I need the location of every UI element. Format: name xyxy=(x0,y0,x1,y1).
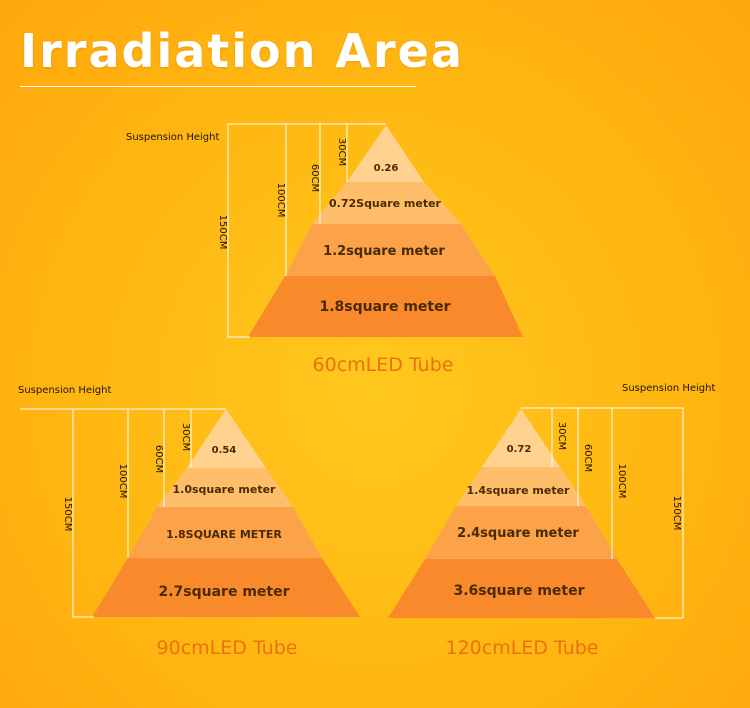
caption-60cm: 60cmLED Tube xyxy=(313,354,454,376)
tier-2-label: 1.0square meter xyxy=(173,483,277,496)
tier-4-label: 3.6square meter xyxy=(453,583,584,599)
tier-1-label: 0.54 xyxy=(212,445,237,456)
tier-2 xyxy=(456,467,586,506)
tier-3-label: 2.4square meter xyxy=(457,526,579,541)
tier-3 xyxy=(128,507,322,558)
pyramid-120cm: 0.72 1.4square meter 2.4square meter 3.6… xyxy=(388,383,715,659)
tier-1 xyxy=(187,409,266,468)
tier-3-label: 1.8SQUARE METER xyxy=(166,528,282,541)
height-60cm-label: 60CM xyxy=(309,164,320,192)
tier-1 xyxy=(347,125,424,182)
tier-2-label: 1.4square meter xyxy=(467,484,571,497)
height-150cm-label: 150CM xyxy=(217,215,228,250)
tier-4-label: 1.8square meter xyxy=(319,299,450,315)
title-underline xyxy=(20,86,416,87)
pyramid-60cm: 0.26 0.72Square meter 1.2square meter 1.… xyxy=(126,123,523,376)
caption-120cm: 120cmLED Tube xyxy=(446,637,599,659)
suspension-height-label: Suspension Height xyxy=(622,383,715,394)
tier-1-label: 0.26 xyxy=(374,163,399,174)
tier-4-label: 2.7square meter xyxy=(158,584,289,600)
tier-1-label: 0.72 xyxy=(507,444,532,455)
height-100cm-label: 100CM xyxy=(616,464,627,499)
tier-4 xyxy=(248,276,523,337)
tier-4 xyxy=(388,559,655,618)
height-60cm-label: 60CM xyxy=(153,445,164,473)
suspension-height-label: Suspension Height xyxy=(126,132,219,143)
height-30cm-label: 30CM xyxy=(556,422,567,450)
suspension-height-label: Suspension Height xyxy=(18,385,111,396)
height-100cm-label: 100CM xyxy=(275,183,286,218)
tier-2 xyxy=(157,468,293,507)
height-150cm-label: 150CM xyxy=(62,497,73,532)
tier-3 xyxy=(285,224,495,276)
tier-3 xyxy=(425,506,617,559)
height-30cm-label: 30CM xyxy=(180,423,191,451)
caption-90cm: 90cmLED Tube xyxy=(157,637,298,659)
tier-4 xyxy=(92,558,360,617)
tier-2-label: 0.72Square meter xyxy=(329,197,442,210)
height-100cm-label: 100CM xyxy=(117,464,128,499)
pyramid-90cm: 0.54 1.0square meter 1.8SQUARE METER 2.7… xyxy=(18,385,360,659)
tier-3-label: 1.2square meter xyxy=(323,244,445,259)
height-60cm-label: 60CM xyxy=(582,444,593,472)
height-30cm-label: 30CM xyxy=(336,138,347,166)
tier-1 xyxy=(482,409,560,467)
tier-2 xyxy=(312,182,461,224)
page-title: Irradiation Area xyxy=(20,24,464,78)
height-150cm-label: 150CM xyxy=(671,496,682,531)
